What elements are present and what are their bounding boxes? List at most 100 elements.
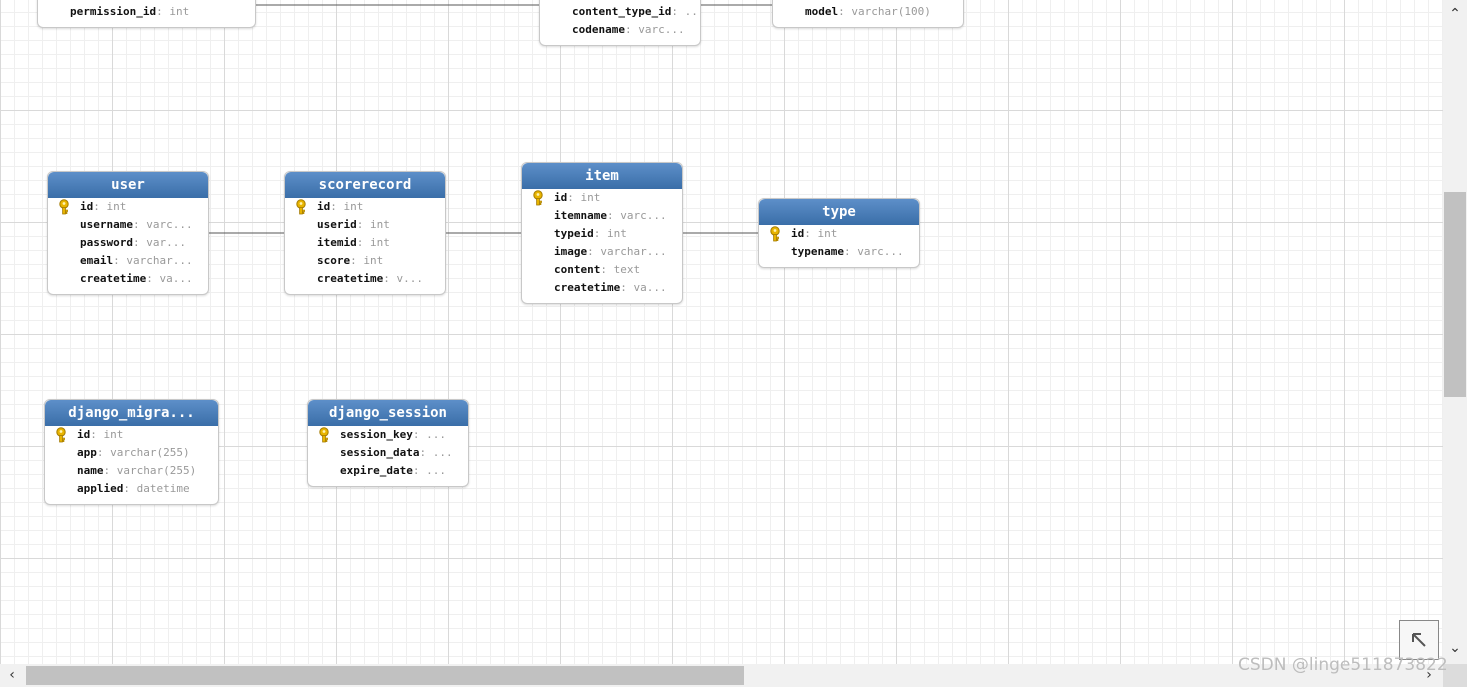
field-separator: :	[600, 263, 614, 276]
field-name: userid	[317, 218, 357, 231]
field-separator: :	[671, 5, 685, 18]
entity-field[interactable]: userid: int	[285, 216, 445, 234]
horizontal-scrollbar[interactable]: ‹ ›	[0, 664, 1443, 687]
entity-field[interactable]: name: varchar(255)	[45, 462, 218, 480]
entity-django-content-type[interactable]: app_label: varchar...model: varchar(100)	[772, 0, 964, 28]
entity-field[interactable]: score: int	[285, 252, 445, 270]
vertical-scrollbar[interactable]: ⌃ ⌄	[1443, 0, 1467, 664]
chevron-up-icon[interactable]: ⌃	[1449, 6, 1461, 22]
field-name: model	[805, 5, 839, 18]
field-name: id	[80, 200, 94, 213]
field-type: int	[106, 200, 127, 213]
entity-field[interactable]: model: varchar(100)	[773, 3, 963, 21]
entity-field[interactable]: password: var...	[48, 234, 208, 252]
field-name: app	[77, 446, 97, 459]
fit-to-screen-button[interactable]	[1399, 620, 1439, 660]
key-icon	[54, 427, 68, 444]
entity-field[interactable]: codename: varc...	[540, 21, 700, 39]
field-name: image	[554, 245, 588, 258]
field-type: ...	[432, 446, 453, 459]
field-separator: :	[93, 200, 107, 213]
entity-field[interactable]: expire_date: ...	[308, 462, 468, 480]
field-separator: :	[103, 464, 117, 477]
entity-field[interactable]: content: text	[522, 261, 682, 279]
entity-field[interactable]: email: varchar...	[48, 252, 208, 270]
field-name: email	[80, 254, 114, 267]
field-separator: :	[567, 191, 581, 204]
entity-field[interactable]: createtime: va...	[522, 279, 682, 297]
entity-fields: session_key: ...session_data: ...expire_…	[308, 426, 468, 486]
field-type: v...	[396, 272, 423, 285]
field-separator: :	[620, 281, 634, 294]
chevron-left-icon[interactable]: ‹	[9, 667, 15, 683]
vertical-scroll-thumb[interactable]	[1444, 192, 1466, 397]
field-name: typeid	[554, 227, 594, 240]
field-separator: :	[587, 245, 601, 258]
entity-auth-group-permissions[interactable]: group_id: intpermission_id: int	[37, 0, 256, 28]
entity-field[interactable]: id: int	[285, 198, 445, 216]
field-separator: :	[123, 482, 137, 495]
field-separator: :	[412, 464, 427, 477]
field-name: id	[317, 200, 331, 213]
field-name: content	[554, 263, 601, 276]
chevron-right-icon[interactable]: ›	[1426, 667, 1432, 683]
field-name: id	[77, 428, 91, 441]
entity-field[interactable]: createtime: va...	[48, 270, 208, 288]
key-icon	[294, 199, 308, 216]
entity-field[interactable]: id: int	[45, 426, 218, 444]
field-type: int	[370, 218, 390, 231]
field-name: id	[554, 191, 568, 204]
chevron-down-icon[interactable]: ⌄	[1449, 640, 1461, 656]
entity-field[interactable]: id: int	[522, 189, 682, 207]
horizontal-scroll-thumb[interactable]	[26, 666, 744, 685]
relationship-lines	[209, 4, 772, 234]
field-separator: :	[356, 236, 370, 249]
entity-field[interactable]: app: varchar(255)	[45, 444, 218, 462]
field-separator: :	[330, 200, 344, 213]
entity-field[interactable]: typename: varc...	[759, 243, 919, 261]
entity-field[interactable]: id: int	[48, 198, 208, 216]
field-separator: :	[90, 428, 104, 441]
field-type: varc...	[620, 209, 667, 222]
key-icon	[317, 427, 331, 444]
entity-field[interactable]: applied: datetime	[45, 480, 218, 498]
field-name: itemname	[554, 209, 607, 222]
entity-auth-permission[interactable]: name: varchar(...content_type_id: ...cod…	[539, 0, 701, 46]
entity-django-session[interactable]: django_session session_key: ...session_d…	[307, 399, 469, 487]
fit-to-screen-icon	[1412, 633, 1426, 647]
field-name: content_type_id	[572, 5, 672, 18]
field-separator: :	[419, 446, 433, 459]
entity-field[interactable]: content_type_id: ...	[540, 3, 700, 21]
entity-title: scorerecord	[285, 172, 445, 198]
entity-field[interactable]: username: varc...	[48, 216, 208, 234]
field-name: typename	[791, 245, 844, 258]
entity-title: type	[759, 199, 919, 225]
entity-field[interactable]: itemname: varc...	[522, 207, 682, 225]
entity-field[interactable]: itemid: int	[285, 234, 445, 252]
entity-field[interactable]: permission_id: int	[38, 3, 255, 21]
entity-field[interactable]: session_key: ...	[308, 426, 468, 444]
field-separator: :	[132, 218, 147, 231]
field-type: va...	[159, 272, 193, 285]
field-type: ...	[684, 5, 700, 18]
diagram-canvas[interactable]: group_id: intpermission_id: int name: va…	[0, 0, 1443, 664]
entity-title: django_session	[308, 400, 468, 426]
entity-field[interactable]: typeid: int	[522, 225, 682, 243]
field-name: createtime	[80, 272, 147, 285]
entity-field[interactable]: session_data: ...	[308, 444, 468, 462]
field-name: createtime	[317, 272, 384, 285]
entity-field[interactable]: image: varchar...	[522, 243, 682, 261]
entity-field[interactable]: createtime: v...	[285, 270, 445, 288]
field-name: username	[80, 218, 133, 231]
field-type: varchar(255)	[116, 464, 197, 477]
entity-field[interactable]: id: int	[759, 225, 919, 243]
field-type: varchar(100)	[851, 5, 931, 18]
field-type: datetime	[136, 482, 190, 495]
